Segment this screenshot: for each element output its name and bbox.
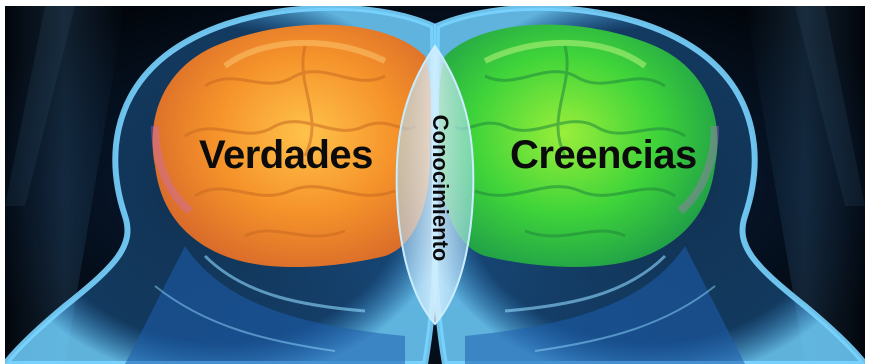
label-conocimiento: Conocimiento xyxy=(427,115,453,262)
label-creencias: Creencias xyxy=(510,133,697,178)
illustration-canvas: Verdades Creencias Conocimiento xyxy=(5,6,865,364)
label-verdades: Verdades xyxy=(199,133,373,178)
